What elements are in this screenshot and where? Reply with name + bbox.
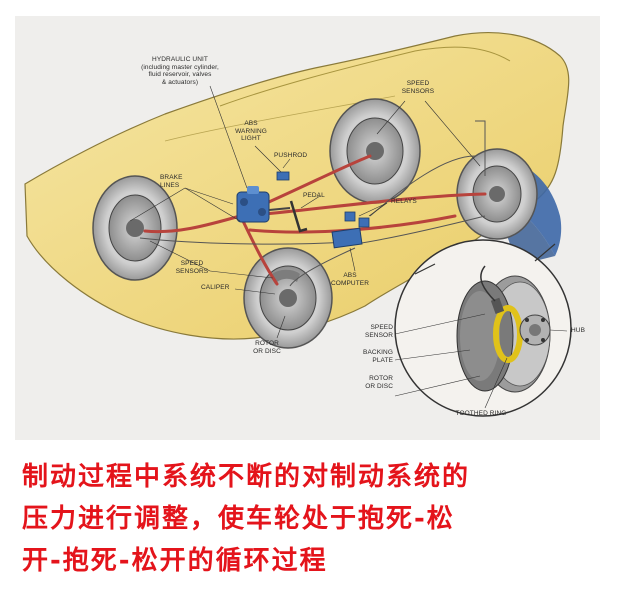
wheel-front-right — [243, 247, 333, 349]
inset-detail — [394, 239, 572, 417]
wheel-front-left — [92, 175, 178, 281]
label-abs-warning-light: ABS WARNING LIGHT — [235, 120, 267, 142]
abs-diagram: HYDRAULIC UNIT (including master cylinde… — [15, 16, 600, 440]
label-relays: RELAYS — [391, 198, 417, 205]
label-rotor-or-disc: ROTOR OR DISC — [253, 340, 281, 355]
label-abs-computer: ABS COMPUTER — [331, 272, 369, 287]
abs-illustration — [24, 32, 572, 417]
label-speed-sensors-left: SPEED SENSORS — [175, 260, 209, 275]
abs-computer-part — [331, 227, 363, 249]
label-inset-hub: HUB — [571, 327, 586, 334]
caption-line-3: 开-抱死-松开的循环过程 — [22, 546, 328, 576]
sensor-wires — [139, 120, 486, 287]
caption-text: 制动过程中系统不断的对制动系统的 压力进行调整，使车轮处于抱死-松 开-抱死-松… — [22, 456, 612, 582]
relays-part — [344, 211, 370, 228]
label-inset-rotor-or-disc: ROTOR OR DISC — [365, 375, 393, 390]
caption-line-2: 压力进行调整，使车轮处于抱死-松 — [22, 504, 455, 534]
label-caliper: CALIPER — [201, 284, 230, 291]
label-speed-sensors-top: SPEED SENSORS — [401, 80, 435, 95]
abs-warning-light-part — [276, 171, 290, 181]
pedal-part — [289, 200, 308, 233]
label-hydraulic-unit: HYDRAULIC UNIT (including master cylinde… — [141, 56, 219, 86]
wheel-rear-right — [329, 98, 421, 204]
label-brake-lines: BRAKE LINES — [160, 174, 183, 189]
wheel-rear-left — [456, 148, 538, 240]
label-inset-backing-plate: BACKING PLATE — [363, 349, 393, 364]
caption-line-1: 制动过程中系统不断的对制动系统的 — [22, 462, 471, 492]
hydraulic-unit — [236, 186, 270, 223]
leader-lines — [129, 85, 481, 339]
label-inset-toothed-ring: TOOTHED RING — [455, 410, 507, 417]
label-inset-speed-sensor: SPEED SENSOR — [364, 324, 393, 339]
label-pedal: PEDAL — [303, 192, 325, 199]
pushrod-part — [268, 207, 291, 211]
label-pushrod: PUSHROD — [274, 152, 308, 159]
